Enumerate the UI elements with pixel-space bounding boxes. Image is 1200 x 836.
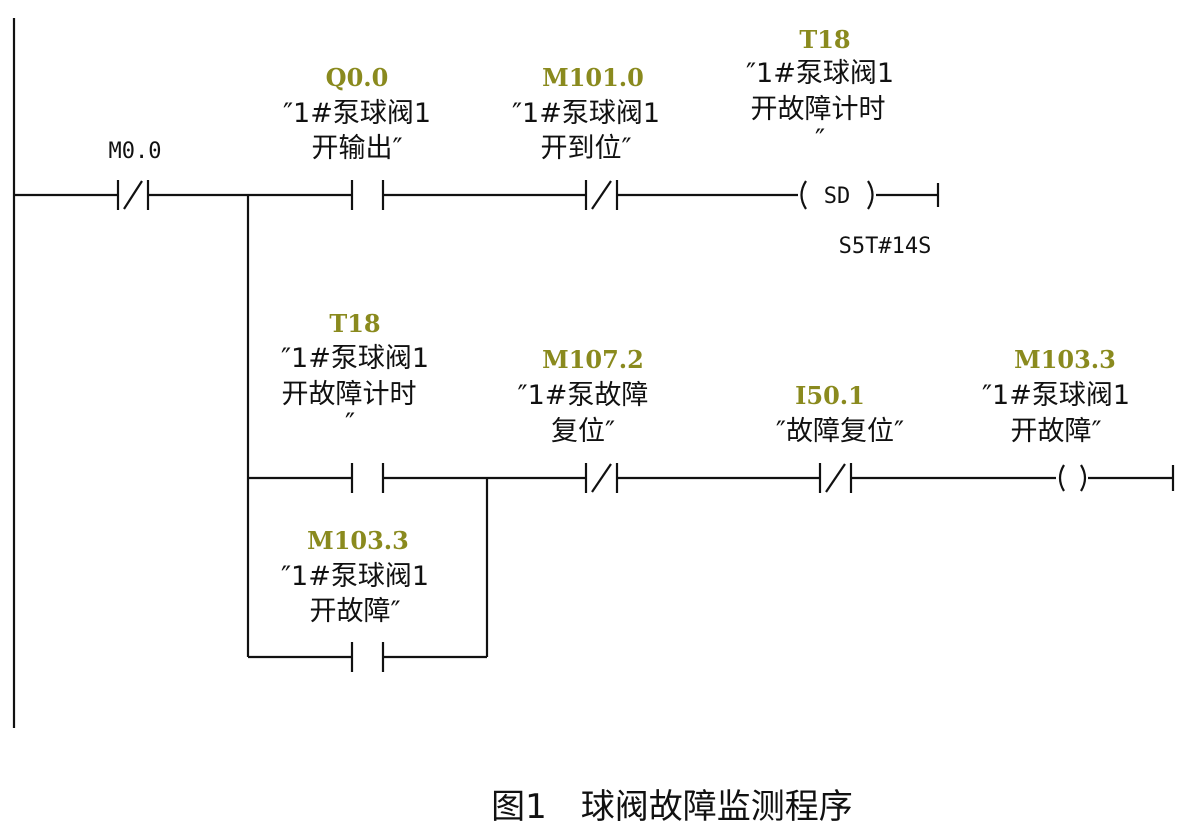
q0-0-address: Q0.0 (326, 63, 389, 92)
m107-2-comment-2: 复位″ (551, 416, 615, 447)
contact-m101-0[interactable]: M101.0 ″1#泵球阀1 开到位″ (512, 63, 660, 210)
t18-contact-comment-2: 开故障计时 (282, 379, 417, 410)
t18-coil-comment-1: ″1#泵球阀1 (746, 58, 894, 89)
m101-0-comment-2: 开到位″ (540, 133, 631, 164)
contact-m107-2[interactable]: M107.2 ″1#泵故障 复位″ (518, 345, 649, 493)
m107-2-comment-1: ″1#泵故障 (518, 380, 649, 411)
parallel-branch-wire (248, 478, 489, 659)
t18-contact-comment-3: ″ (345, 408, 355, 439)
t18-coil-comment-2: 开故障计时 (751, 94, 886, 125)
m103-3-contact-address: M103.3 (307, 526, 409, 555)
t18-coil-comment-3: ″ (815, 124, 825, 155)
rung-1-wire (14, 183, 940, 207)
m103-3-coil-comment-1: ″1#泵球阀1 (982, 380, 1130, 411)
m0-0-address: M0.0 (109, 139, 162, 164)
m107-2-address: M107.2 (542, 345, 644, 374)
coil-m103-3[interactable]: M103.3 ″1#泵球阀1 开故障″ (982, 345, 1130, 492)
m103-3-contact-comment-1: ″1#泵球阀1 (281, 561, 429, 592)
m101-0-address: M101.0 (542, 63, 644, 92)
t18-preset: S5T#14S (839, 234, 932, 259)
t18-coil-address: T18 (799, 25, 850, 54)
m103-3-contact-comment-2: 开故障″ (309, 596, 400, 627)
i50-1-comment-1: ″故障复位″ (776, 416, 904, 447)
contact-q0-0[interactable]: Q0.0 ″1#泵球阀1 开输出″ (283, 63, 431, 210)
figure-caption: 图1 球阀故障监测程序 (491, 787, 853, 827)
rung-2-wire (248, 465, 1175, 491)
q0-0-comment-1: ″1#泵球阀1 (283, 98, 431, 129)
contact-t18[interactable]: T18 ″1#泵球阀1 开故障计时 ″ (281, 309, 429, 493)
contact-m0-0[interactable]: M0.0 (109, 139, 162, 210)
t18-contact-comment-1: ″1#泵球阀1 (281, 343, 429, 374)
m103-3-coil-address: M103.3 (1014, 345, 1116, 374)
contact-m103-3[interactable]: M103.3 ″1#泵球阀1 开故障″ (281, 526, 429, 672)
t18-contact-address: T18 (329, 309, 380, 338)
contact-i50-1[interactable]: I50.1 ″故障复位″ (776, 381, 904, 493)
q0-0-comment-2: 开输出″ (311, 133, 402, 164)
coil-t18-sd[interactable]: SD T18 ″1#泵球阀1 开故障计时 ″ S5T#14S (746, 25, 931, 259)
m103-3-coil-comment-2: 开故障″ (1010, 416, 1101, 447)
m101-0-comment-1: ″1#泵球阀1 (512, 98, 660, 129)
t18-coil-label: SD (824, 184, 851, 209)
i50-1-address: I50.1 (795, 381, 865, 410)
